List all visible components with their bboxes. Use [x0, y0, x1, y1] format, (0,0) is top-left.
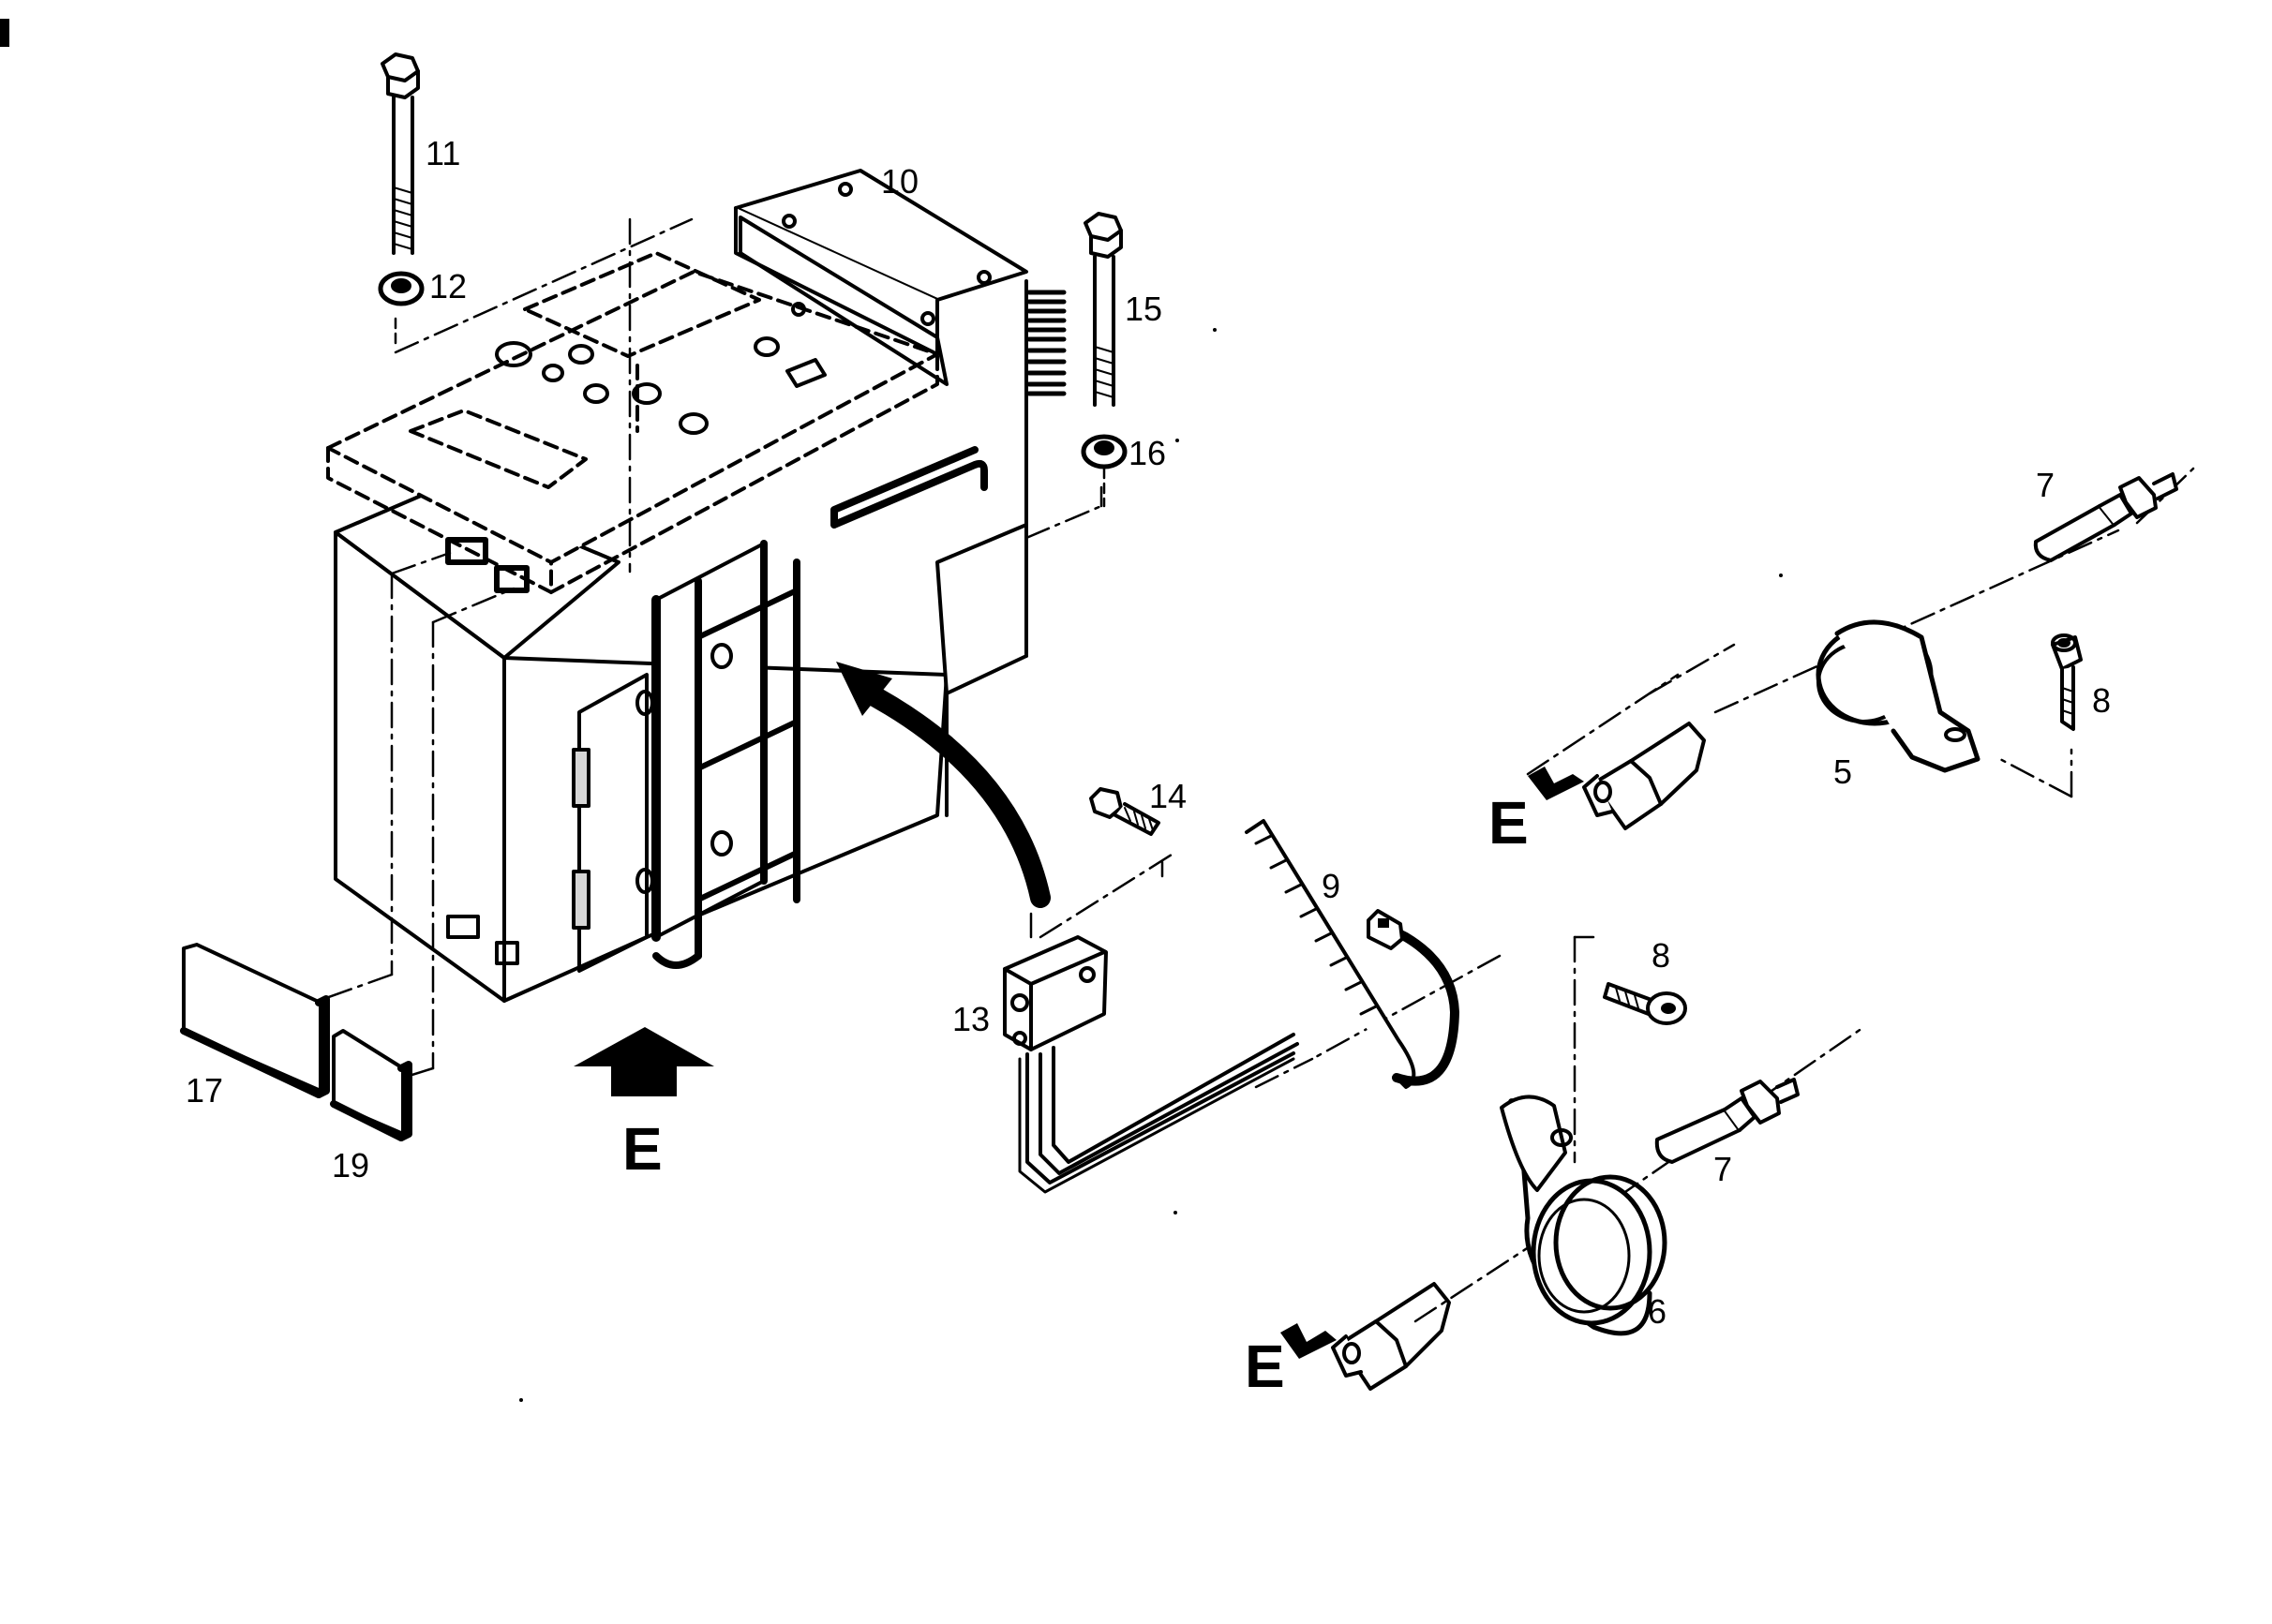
cover-plate-19 — [330, 1029, 412, 1141]
screw-8-upper — [2051, 633, 2083, 731]
sensor-7-lower — [1654, 1078, 1800, 1164]
callout-9: 9 — [1322, 867, 1340, 905]
sensor-7-upper — [2033, 472, 2178, 562]
clamp-5 — [1816, 619, 1981, 773]
callout-6: 6 — [1648, 1292, 1667, 1331]
view-label-e-bottom: E — [622, 1115, 663, 1183]
view-arrow-e-bottom — [574, 1027, 714, 1096]
callout-7-lower: 7 — [1713, 1150, 1732, 1188]
control-unit-housing — [334, 279, 1028, 1003]
adapter-lower — [1331, 1282, 1451, 1391]
callout-13: 13 — [952, 1000, 990, 1038]
view-arrow-e-right-lower — [1280, 1323, 1337, 1359]
adapter-upper — [1582, 722, 1706, 830]
screw-8-lower — [1603, 982, 1687, 1025]
callout-10: 10 — [881, 162, 919, 201]
clamp-6 — [1500, 1095, 1667, 1336]
bolt-15 — [1084, 212, 1123, 407]
view-arrow-e-right-upper — [1528, 767, 1584, 800]
scan-corner-mark — [0, 19, 9, 47]
callout-17: 17 — [186, 1071, 223, 1110]
callout-15: 15 — [1125, 290, 1162, 328]
callout-11: 11 — [426, 134, 460, 172]
washer-12 — [378, 271, 425, 349]
top-cover-details — [495, 336, 827, 435]
scan-speckles — [519, 328, 1783, 1402]
cable-tie-9 — [1245, 819, 1459, 1089]
callout-16: 16 — [1129, 434, 1166, 472]
curved-direction-arrow — [836, 662, 1051, 908]
callout-7-upper: 7 — [2036, 466, 2055, 504]
card-rack — [635, 540, 800, 969]
washer-16 — [1081, 434, 1128, 508]
screw-14 — [1089, 787, 1160, 836]
bolt-11 — [381, 52, 420, 255]
callout-5: 5 — [1833, 752, 1852, 791]
callout-14: 14 — [1149, 777, 1187, 815]
callout-8-lower: 8 — [1652, 936, 1670, 975]
label-stripes — [1026, 290, 1067, 396]
mounting-frame — [734, 169, 1028, 386]
cover-plate-17 — [180, 943, 330, 1098]
view-label-e-right-upper: E — [1488, 789, 1529, 857]
callout-19: 19 — [332, 1146, 369, 1184]
handle — [830, 446, 988, 529]
callout-12: 12 — [429, 267, 467, 305]
control-module-13 — [1003, 935, 1299, 1194]
view-label-e-right-lower: E — [1245, 1333, 1285, 1400]
callout-8-upper: 8 — [2092, 681, 2111, 720]
